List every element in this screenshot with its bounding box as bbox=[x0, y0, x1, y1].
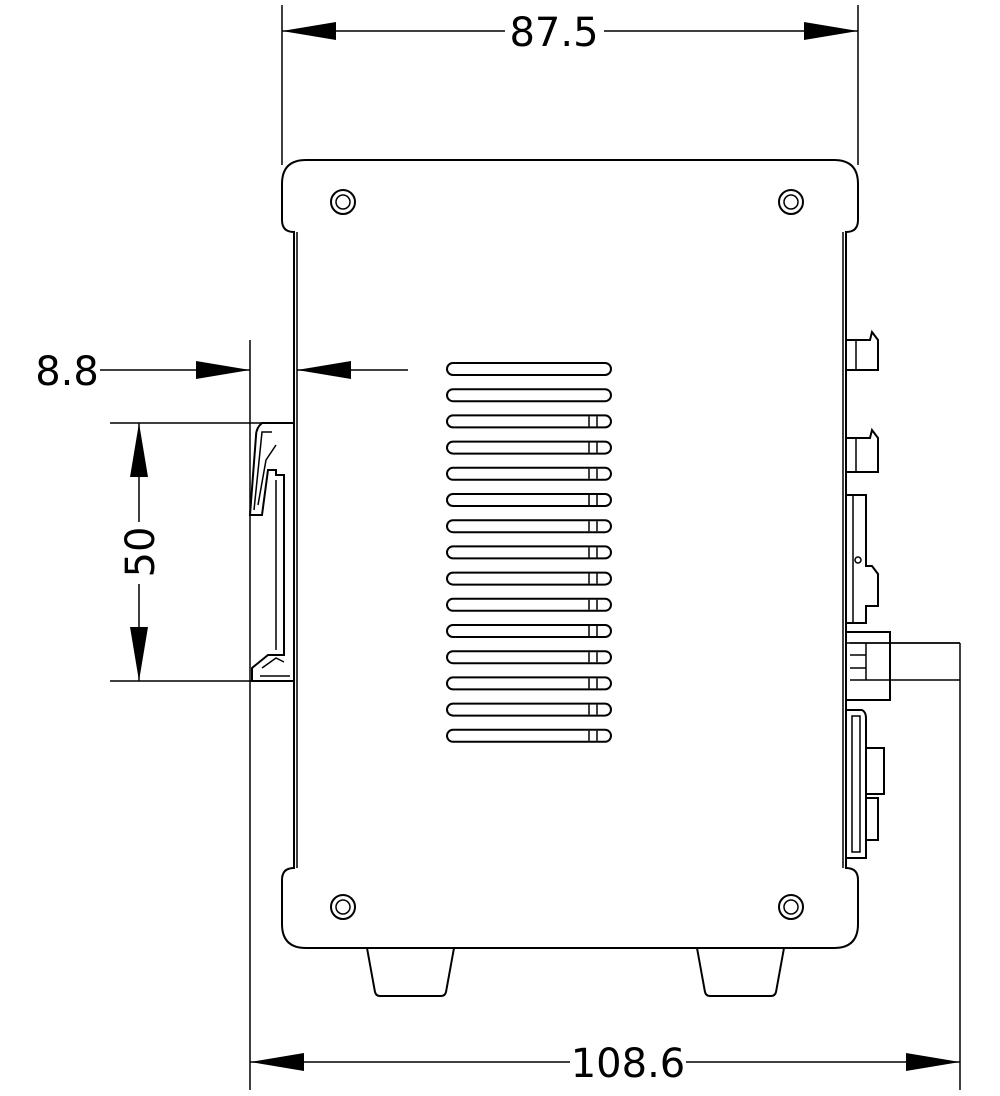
vent-slot bbox=[446, 493, 612, 507]
din-rail-clip bbox=[248, 422, 294, 682]
feet bbox=[366, 947, 785, 997]
vent-slot bbox=[446, 728, 612, 743]
vent-slot bbox=[446, 362, 612, 376]
vent-slot bbox=[446, 440, 612, 455]
connectors-right bbox=[846, 329, 960, 859]
rail-arrow-bottom bbox=[130, 627, 148, 681]
vent-slot bbox=[446, 571, 612, 586]
arrow-left bbox=[282, 22, 336, 40]
vent-slot bbox=[446, 597, 612, 612]
rail-clip-outline bbox=[248, 422, 294, 682]
vent-slot bbox=[446, 676, 612, 691]
vent-slot bbox=[446, 650, 612, 665]
connector-block bbox=[846, 494, 879, 624]
dimension-top-width: 87.5 bbox=[281, 5, 859, 165]
vent-slot bbox=[446, 414, 612, 429]
vent-slot bbox=[446, 624, 612, 638]
connector-large bbox=[846, 709, 885, 859]
mounting-hole bbox=[778, 189, 804, 215]
housing bbox=[281, 159, 859, 949]
dimension-label-rail-height: 50 bbox=[118, 527, 164, 578]
mounting-holes bbox=[330, 189, 804, 920]
cable-connector bbox=[846, 631, 960, 701]
mounting-hole bbox=[330, 894, 356, 920]
offset-arrow-left bbox=[196, 361, 250, 379]
mounting-hole bbox=[330, 189, 356, 215]
dimension-label-offset: 8.8 bbox=[35, 349, 99, 395]
vent-slot bbox=[446, 545, 612, 560]
foot-right bbox=[696, 947, 785, 997]
connector-terminal bbox=[846, 427, 879, 473]
dimension-label-top: 87.5 bbox=[509, 10, 598, 56]
vent-slot bbox=[446, 388, 612, 403]
housing-outline bbox=[281, 159, 859, 949]
bottom-arrow-left bbox=[250, 1053, 304, 1071]
foot-left bbox=[366, 947, 455, 997]
dimension-label-bottom: 108.6 bbox=[571, 1041, 686, 1087]
connector-terminal bbox=[846, 329, 879, 371]
vent-slot bbox=[446, 702, 612, 717]
vent-slot bbox=[446, 519, 612, 534]
offset-arrow-right bbox=[297, 361, 351, 379]
vent-slot bbox=[446, 466, 612, 481]
mounting-hole bbox=[778, 894, 804, 920]
bottom-arrow-right bbox=[906, 1053, 960, 1071]
ventilation-slots bbox=[446, 362, 612, 743]
dimension-rail-height: 50 bbox=[110, 422, 285, 682]
arrow-right bbox=[804, 22, 858, 40]
dimension-rail-offset: 8.8 bbox=[35, 340, 408, 1090]
rail-arrow-top bbox=[130, 423, 148, 477]
rail-clip-latch bbox=[253, 431, 285, 669]
